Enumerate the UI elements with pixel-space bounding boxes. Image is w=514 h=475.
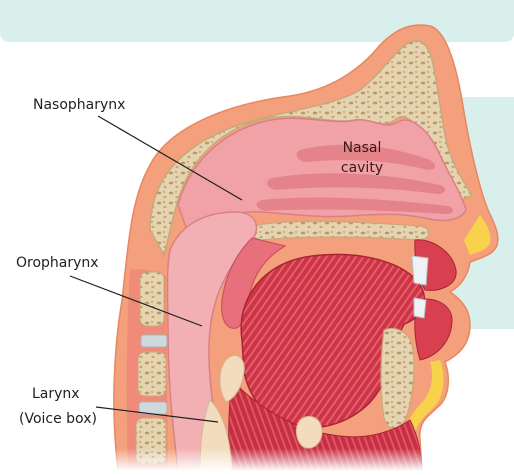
larynx-label: Larynx <box>32 385 80 403</box>
oropharynx-label: Oropharynx <box>16 254 99 272</box>
nasal-cavity-label-line1: Nasal <box>330 138 394 158</box>
nasopharynx-label: Nasopharynx <box>33 96 125 114</box>
upper-teeth <box>412 256 428 285</box>
larynx-label-line1: Larynx <box>32 385 80 403</box>
nasal-cavity-label-line2: cavity <box>330 158 394 178</box>
lower-teeth <box>414 298 426 318</box>
larynx-label-line2: (Voice box) <box>19 410 97 428</box>
nasal-cavity-label: Nasal cavity <box>330 138 394 178</box>
